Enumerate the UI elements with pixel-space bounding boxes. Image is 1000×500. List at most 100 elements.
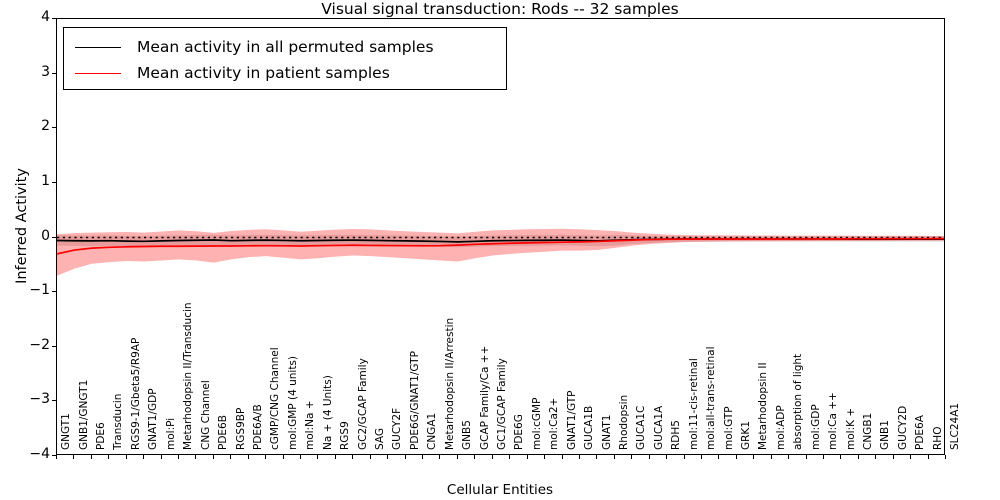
legend-swatch-patient (75, 72, 121, 74)
y-tick-mark (52, 291, 56, 293)
x-tick-label: GRK1 (740, 421, 753, 450)
y-tick-label: 2 (41, 118, 50, 135)
x-tick-label: SLC24A1 (949, 402, 962, 450)
y-tick-mark (52, 455, 56, 456)
y-tick-mark (52, 236, 56, 238)
x-tick-label: mol:Na + (304, 400, 317, 450)
x-tick-mark (212, 455, 214, 459)
x-tick-mark (735, 455, 737, 459)
chart-legend: Mean activity in all permuted samples Me… (63, 27, 507, 90)
x-axis-label: Cellular Entities (446, 482, 554, 498)
x-tick-label: RDH5 (670, 420, 683, 450)
x-tick-label: Na + (4 Units) (321, 375, 334, 450)
chart-title: Visual signal transduction: Rods -- 32 s… (321, 0, 679, 18)
x-tick-mark (648, 455, 650, 459)
x-tick-mark (300, 455, 302, 459)
y-tick-mark (52, 18, 56, 19)
plot-area (56, 18, 945, 455)
x-tick-mark (945, 455, 946, 459)
x-tick-mark (195, 455, 197, 459)
y-tick-mark (52, 72, 56, 74)
x-tick-mark (143, 455, 145, 459)
x-tick-mark (822, 455, 824, 459)
x-tick-label: CNG Channel (199, 380, 212, 450)
x-tick-label: GUCA1C (635, 405, 648, 450)
x-tick-label: PDE6B (217, 415, 230, 450)
x-tick-mark (683, 455, 685, 459)
x-tick-label: RHO (931, 426, 944, 450)
x-tick-label: PDE6 (95, 422, 108, 450)
chart-canvas (57, 228, 944, 276)
x-tick-label: CNGB1 (862, 412, 875, 450)
y-tick-mark (52, 345, 56, 347)
x-tick-label: Metarhodopsin II/Transducin (182, 302, 195, 450)
x-tick-mark (456, 455, 458, 459)
x-tick-mark (788, 455, 790, 459)
x-tick-label: GNB5 (461, 420, 474, 450)
x-tick-mark (509, 455, 511, 459)
x-tick-label: GUCY2F (391, 407, 404, 450)
y-tick-label: 1 (41, 172, 50, 189)
x-tick-label: mol:GDP (809, 404, 822, 450)
x-tick-mark (404, 455, 406, 459)
x-tick-mark (875, 455, 877, 459)
x-tick-label: Metarhodopsin II/Arrestin (443, 317, 456, 450)
x-tick-label: PDE6A/B (251, 404, 264, 450)
x-tick-mark (247, 455, 249, 459)
x-tick-label: Metarhodopsin II (757, 362, 770, 450)
y-tick-label: −2 (29, 336, 50, 353)
x-tick-label: GUCY2D (896, 405, 909, 450)
x-tick-label: GC1/GCAP Family (495, 358, 508, 450)
x-tick-mark (718, 455, 720, 459)
x-tick-label: GNAT1 (600, 414, 613, 450)
x-tick-label: GC2/GCAP Family (356, 358, 369, 450)
x-tick-mark (282, 455, 284, 459)
x-tick-mark (857, 455, 859, 459)
x-tick-label: mol:GTP (722, 406, 735, 450)
legend-item-patient: Mean activity in patient samples (64, 60, 506, 86)
y-tick-label: −3 (29, 391, 50, 408)
x-tick-mark (631, 455, 633, 459)
patient-confidence-band (57, 228, 944, 276)
x-tick-label: Transducin (112, 393, 125, 450)
x-tick-label: GCAP Family/Ca ++ (478, 345, 491, 450)
x-tick-mark (596, 455, 598, 459)
x-tick-label: GNGT1 (60, 413, 73, 450)
x-tick-label: mol:GMP (4 units) (286, 356, 299, 450)
x-tick-mark (73, 455, 75, 459)
x-tick-mark (369, 455, 371, 459)
x-tick-mark (422, 455, 424, 459)
x-tick-label: PDE6G (513, 414, 526, 450)
y-tick-label: 4 (41, 9, 50, 25)
x-tick-mark (526, 455, 528, 459)
x-tick-mark (700, 455, 702, 459)
x-tick-mark (840, 455, 842, 459)
x-tick-mark (491, 455, 493, 459)
x-tick-label: RGS9 (339, 421, 352, 450)
x-tick-label: SAG (373, 428, 386, 450)
x-tick-label: mol:K + (844, 407, 857, 450)
patient-mean-line (57, 237, 944, 255)
x-tick-label: mol:Ca ++ (827, 392, 840, 450)
x-tick-mark (178, 455, 180, 459)
x-tick-mark (805, 455, 807, 459)
x-tick-mark (439, 455, 441, 459)
x-tick-label: RGS9-1/Gbeta5/R9AP (129, 337, 142, 450)
y-tick-mark (52, 400, 56, 402)
x-tick-label: GUCA1B (583, 405, 596, 450)
x-tick-mark (317, 455, 319, 459)
x-tick-mark (544, 455, 546, 459)
x-tick-mark (108, 455, 110, 459)
x-tick-mark (561, 455, 563, 459)
x-tick-mark (160, 455, 162, 459)
x-tick-label: mol:cGMP (530, 397, 543, 450)
x-tick-label: mol:ADP (774, 405, 787, 450)
x-tick-mark (90, 455, 92, 459)
x-tick-label: Rhodopsin (618, 394, 630, 450)
x-tick-mark (334, 455, 336, 459)
x-tick-label: mol:11-cis-retinal (687, 358, 700, 450)
legend-item-permuted: Mean activity in all permuted samples (64, 34, 506, 60)
x-tick-label: CNGA1 (426, 412, 439, 450)
x-tick-mark (892, 455, 894, 459)
